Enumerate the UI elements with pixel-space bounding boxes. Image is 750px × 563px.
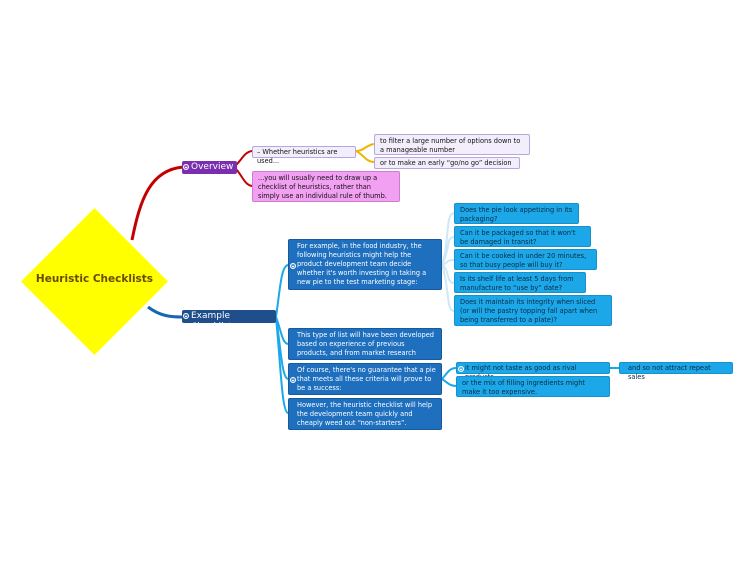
root-title: Heuristic Checklists — [35, 273, 154, 285]
heuristics-node[interactable]: – Whether heuristics are used... — [252, 146, 356, 165]
no-guarantee-text: Of course, there's no guarantee that a p… — [297, 366, 436, 392]
collapse-toggle-icon[interactable] — [183, 313, 189, 319]
link-risk1 — [441, 367, 457, 380]
collapse-toggle-icon[interactable] — [290, 263, 296, 269]
link-heuristics-filter — [355, 143, 375, 152]
root-diamond[interactable] — [21, 208, 168, 355]
branch-overview-label: Overview — [191, 162, 234, 172]
link-q4 — [441, 264, 455, 284]
link-q1 — [441, 212, 455, 266]
branch-overview[interactable]: Overview — [182, 161, 237, 174]
link-root-overview — [130, 165, 184, 241]
link-heuristics-gonogo — [355, 150, 375, 163]
food-intro-node[interactable]: For example, in the food industry, the f… — [288, 239, 442, 290]
question-integrity[interactable]: Does it maintain its integrity when slic… — [454, 295, 612, 326]
repeat-sales-node[interactable]: and so not attract repeat sales — [619, 362, 733, 381]
branch-example-label: Example Checklist — [191, 311, 232, 332]
link-q3 — [441, 259, 455, 266]
question-appetizing[interactable]: Does the pie look appetizing in its pack… — [454, 203, 579, 224]
food-intro-text: For example, in the food industry, the f… — [297, 242, 427, 286]
question-shelf-life[interactable]: Is its shelf life at least 5 days from m… — [454, 272, 586, 293]
risk-taste[interactable]: it might not taste as good as rival prod… — [456, 362, 610, 381]
checklist-note[interactable]: ...you will usually need to draw up a ch… — [252, 171, 400, 202]
no-guarantee-node[interactable]: Of course, there's no guarantee that a p… — [288, 363, 442, 395]
option-go-no-go[interactable]: or to make an early “go/no go” decision — [374, 157, 520, 169]
weed-out-node[interactable]: However, the heuristic checklist will he… — [288, 398, 442, 430]
link-risk2 — [441, 378, 457, 387]
option-filter[interactable]: to filter a large number of options down… — [374, 134, 530, 155]
risk-expensive[interactable]: or the mix of filling ingredients might … — [456, 376, 610, 397]
collapse-toggle-icon[interactable] — [458, 366, 464, 372]
link-q2 — [441, 236, 455, 266]
branch-example-checklist[interactable]: Example Checklist — [182, 310, 276, 332]
link-root-example — [147, 305, 184, 319]
link-example-weed — [275, 316, 289, 414]
experience-note[interactable]: This type of list will have been develop… — [288, 328, 442, 360]
question-cooking-time[interactable]: Can it be cooked in under 20 minutes, so… — [454, 249, 597, 270]
question-packaging[interactable]: Can it be packaged so that it won't be d… — [454, 226, 591, 247]
collapse-toggle-icon[interactable] — [290, 377, 296, 383]
link-example-food — [275, 264, 289, 318]
link-q5 — [441, 264, 455, 312]
collapse-toggle-icon[interactable] — [183, 164, 189, 170]
